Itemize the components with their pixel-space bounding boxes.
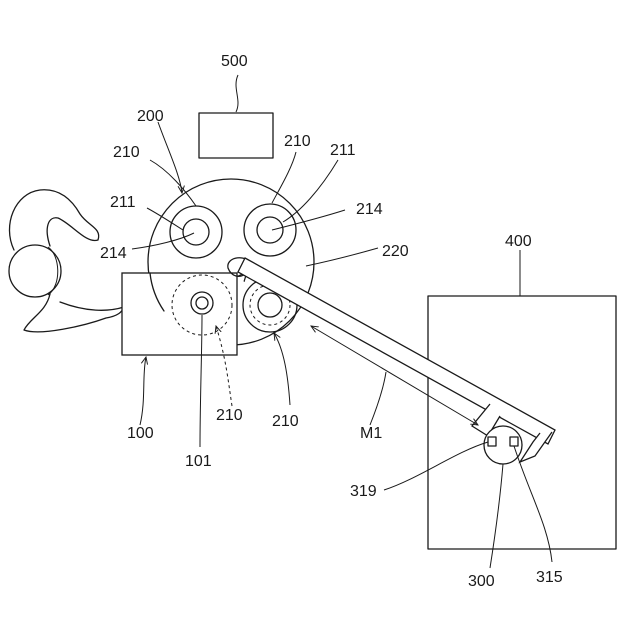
label-220: 220 (382, 243, 409, 260)
leader-319 (384, 442, 488, 490)
label-210-bottom-left: 210 (216, 407, 243, 424)
leader-200 (158, 122, 182, 193)
operator-arm-upper (9, 190, 98, 250)
label-211-left: 211 (110, 194, 136, 211)
leader-315 (514, 446, 552, 562)
leader-210-top-left (150, 160, 196, 206)
label-210-top-left: 210 (113, 144, 140, 161)
label-214-right: 214 (356, 201, 383, 218)
leader-220 (306, 248, 378, 266)
label-214-left: 214 (100, 245, 127, 262)
label-300: 300 (468, 573, 495, 590)
holder-210-top-right (244, 204, 296, 256)
workpiece-214-left (183, 219, 209, 245)
leader-210-top-right (272, 152, 296, 203)
leader-M1 (370, 372, 386, 425)
leader-210-bottom-right (274, 333, 290, 405)
label-210-top-right: 210 (284, 133, 311, 150)
label-400: 400 (505, 233, 532, 250)
label-101: 101 (185, 453, 212, 470)
label-100: 100 (127, 425, 154, 442)
controller-box-500 (199, 113, 273, 158)
workpiece-214-right (257, 217, 283, 243)
label-319: 319 (350, 483, 377, 500)
leader-214-left (132, 233, 194, 249)
label-500: 500 (221, 53, 248, 70)
label-315: 315 (536, 569, 563, 586)
leader-300 (490, 464, 503, 568)
holder-210-top-left (170, 206, 222, 258)
label-211-top-right: 211 (330, 142, 356, 159)
operator-head-shade (48, 247, 58, 295)
leader-211-right (283, 160, 338, 222)
workpiece-bottom-right (258, 293, 282, 317)
label-210-bottom-right: 210 (272, 413, 299, 430)
leader-100 (140, 357, 146, 425)
label-M1: M1 (360, 425, 382, 442)
label-200: 200 (137, 108, 164, 125)
robot-head-300 (484, 426, 522, 464)
operator-arm-lower (24, 294, 124, 332)
leader-214-right (272, 210, 345, 230)
leader-500 (236, 75, 238, 112)
